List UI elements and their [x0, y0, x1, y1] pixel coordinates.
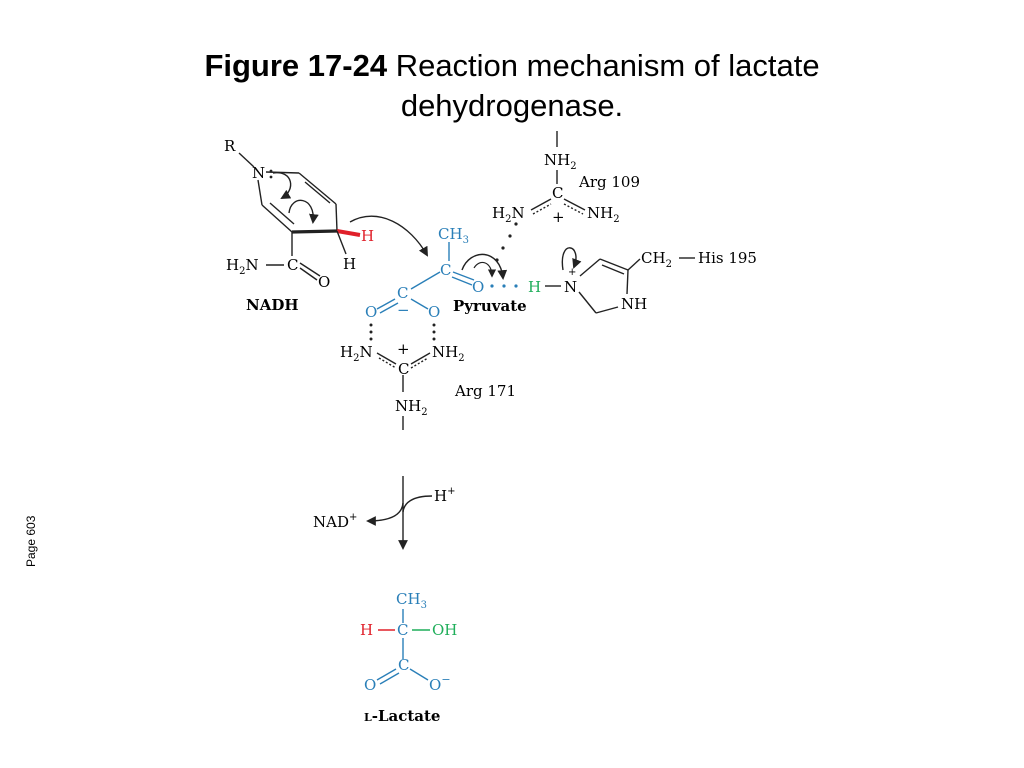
nad-plus-label: NAD+	[313, 512, 357, 531]
pyruvate-o-left: O	[365, 303, 377, 321]
his-nh: NH	[621, 295, 647, 313]
lactate-group	[376, 609, 430, 685]
his-hbond-dots	[490, 284, 518, 288]
figure-label: Figure 17-24	[204, 48, 388, 83]
nadh-r-bond	[238, 152, 255, 168]
arg109-h2n: H2N	[492, 204, 525, 225]
his-n-plus: N	[564, 278, 577, 296]
lactate-h-red: H	[360, 621, 373, 639]
nadh-h-wedge	[336, 229, 361, 237]
reaction-arrow-group	[366, 476, 433, 550]
carbonyl-arrow	[461, 253, 508, 280]
lactate-name: L-Lactate	[364, 707, 440, 725]
arg109-hbond-dots	[495, 222, 518, 262]
arg171-nh2-bottom: NH2	[395, 397, 428, 418]
nadh-lonepair-arrow	[272, 172, 292, 199]
his-plus: +	[568, 267, 576, 278]
his-ch2: CH2	[641, 249, 672, 270]
nadh-r-label: R	[224, 137, 236, 155]
h-plus-label: H+	[434, 486, 455, 505]
arg171-h2n: H2N	[340, 343, 373, 364]
h-plus-in-arrow	[402, 495, 433, 513]
pyruvate-c-center: C	[440, 261, 451, 279]
arg171-group	[376, 352, 431, 430]
lactate-ch3: CH3	[396, 590, 427, 611]
arg109-plus: +	[552, 208, 565, 226]
arg171-plus: +	[397, 340, 410, 358]
lactate-o-left: O	[364, 676, 376, 694]
hydride-transfer-arrow	[349, 215, 428, 257]
arg109-c: C	[552, 184, 563, 202]
figure-caption-line2: dehydrogenase.	[400, 88, 624, 123]
pyruvate-name: Pyruvate	[453, 297, 527, 315]
lactate-c-carboxyl: C	[398, 656, 409, 674]
slide-title: Figure 17-24 Reaction mechanism of lacta…	[0, 46, 1024, 126]
arg171-c: C	[398, 360, 409, 378]
nadh-group	[238, 152, 428, 281]
pyruvate-ch3: CH3	[438, 225, 469, 246]
pyruvate-minus: −	[397, 301, 410, 319]
nadh-name: NADH	[246, 296, 299, 314]
keto-arrow-2	[473, 261, 497, 278]
his-name: His 195	[698, 249, 757, 267]
nadh-amide-c: C	[287, 256, 298, 274]
nad-out-arrow	[366, 502, 404, 526]
arg109-nh2-top: NH2	[544, 151, 577, 172]
arg109-nh2-right: NH2	[587, 204, 620, 225]
nadh-n-label: N	[252, 164, 265, 182]
lactate-o-right: O−	[429, 673, 451, 694]
arg109-name: Arg 109	[578, 173, 640, 191]
nadh-amide-o: O	[318, 273, 330, 291]
pyruvate-o-keto: O	[472, 278, 484, 296]
pyruvate-c-carboxyl: C	[397, 284, 408, 302]
his195-group	[545, 247, 695, 314]
figure-caption-line1: Reaction mechanism of lactate	[395, 48, 820, 83]
nadh-h-red: H	[361, 227, 374, 245]
his-h-green: H	[528, 278, 541, 296]
nadh-h-black: H	[343, 255, 356, 273]
nadh-amide-nh2: H2N	[226, 256, 259, 277]
pyruvate-group	[376, 242, 475, 314]
lactate-c-center: C	[397, 621, 408, 639]
arg109-group	[530, 131, 586, 215]
nadh-ring-arrow	[288, 199, 319, 224]
arg171-hbond-dots	[369, 323, 436, 341]
lactate-oh: OH	[432, 621, 457, 639]
arg171-name: Arg 171	[454, 382, 516, 400]
arg171-nh2-right: NH2	[432, 343, 465, 364]
his-proton-arrow	[561, 247, 582, 271]
pyruvate-o-right: O	[428, 303, 440, 321]
